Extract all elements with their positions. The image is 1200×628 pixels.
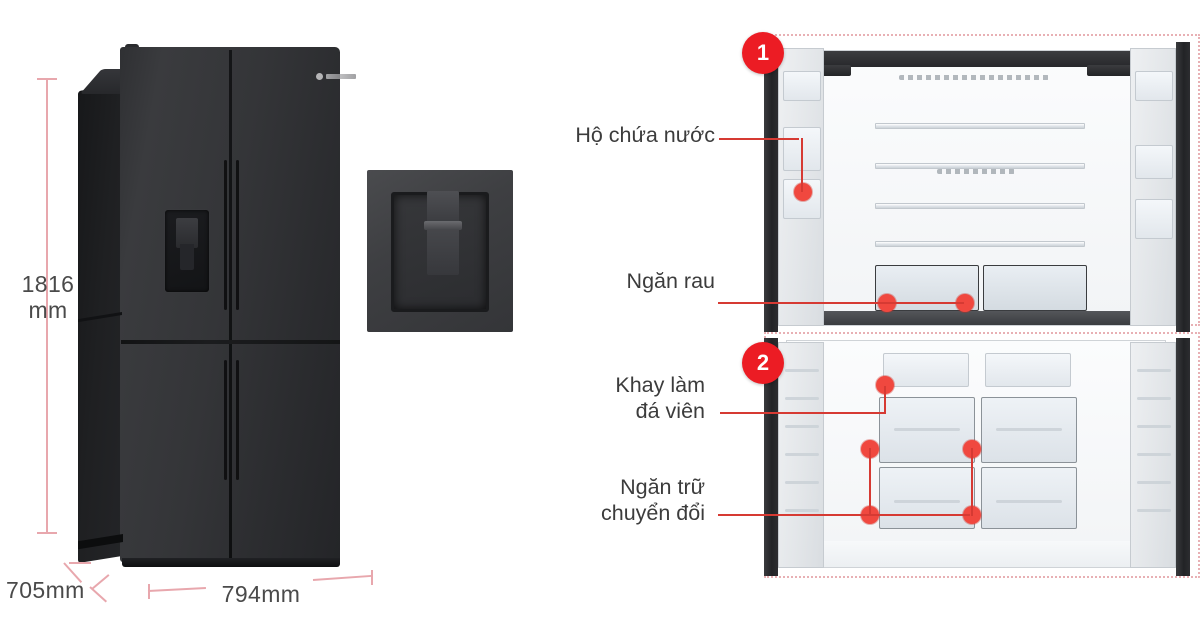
fridge-shelf-4 bbox=[875, 241, 1085, 247]
door-gap-horizontal bbox=[121, 340, 340, 344]
dispenser-cup-area bbox=[427, 229, 459, 275]
dispenser-recess bbox=[391, 191, 489, 312]
freezer-door-right-edge bbox=[1176, 338, 1190, 576]
marker-ice-tray bbox=[876, 376, 894, 394]
dispenser-spout bbox=[427, 191, 459, 225]
callout-label-vegetable-drawer: Ngăn rau bbox=[626, 269, 715, 293]
fridge-shelf-1 bbox=[875, 123, 1085, 129]
freezer-floor bbox=[787, 541, 1165, 567]
door-bin-left-1 bbox=[783, 71, 821, 101]
convertible-drawer-right bbox=[981, 467, 1077, 529]
leader-water-tank-h bbox=[719, 138, 799, 140]
leader-ice-tray-v bbox=[884, 386, 886, 414]
handle-upper-right bbox=[236, 160, 239, 310]
marker-vegetable-drawer-right bbox=[956, 294, 974, 312]
casper-logo bbox=[316, 72, 356, 81]
refrigerator-interior-diagram: 1 2 bbox=[718, 20, 1200, 600]
height-dimension-label: 1816 mm bbox=[21, 271, 75, 323]
depth-dimension-arrow bbox=[62, 556, 116, 604]
hinge-right bbox=[1087, 65, 1133, 76]
height-dimension-line bbox=[37, 78, 57, 534]
badge-2: 2 bbox=[742, 342, 784, 384]
hinge-left bbox=[805, 65, 851, 76]
handle-upper-left bbox=[224, 160, 227, 310]
freezer-drawer-upper-right bbox=[981, 397, 1077, 463]
water-dispenser-closeup-inset bbox=[367, 170, 513, 332]
door-bin-right-3 bbox=[1135, 199, 1173, 239]
freezer-door-left-panel bbox=[778, 342, 824, 568]
callout-label-convertible-zone: Ngăn trữ chuyển đổi bbox=[601, 475, 705, 526]
refrigerator-exterior-photo bbox=[78, 40, 356, 568]
convertible-drawer-left bbox=[879, 467, 975, 529]
ice-cube-tray bbox=[883, 353, 969, 387]
leader-ice-tray-h bbox=[720, 412, 886, 414]
refrigerator-cabinet bbox=[786, 50, 1166, 326]
freezer-top-bin-right bbox=[985, 353, 1071, 387]
door-gap-vertical bbox=[229, 50, 232, 558]
freezer-door-left-edge bbox=[764, 338, 778, 576]
callout-label-ice-tray: Khay làm đá viên bbox=[615, 373, 705, 424]
interior-rear-label-text bbox=[937, 169, 1015, 174]
logo-wordmark bbox=[326, 74, 356, 79]
leader-water-tank-v bbox=[801, 138, 803, 192]
door-bin-right-2 bbox=[1135, 145, 1173, 179]
depth-dimension-label: 705mm bbox=[6, 577, 85, 603]
cabinet-top-trim bbox=[787, 51, 1165, 67]
door-bin-right-1 bbox=[1135, 71, 1173, 101]
marker-water-tank bbox=[794, 183, 812, 201]
fridge-side-panel bbox=[78, 84, 122, 564]
dispenser-lever bbox=[424, 221, 462, 230]
water-dispenser-front bbox=[165, 210, 209, 292]
fridge-door-left-edge bbox=[764, 42, 778, 332]
freezer-door-right-panel bbox=[1130, 342, 1176, 568]
interior-top-label-text bbox=[899, 75, 1049, 80]
leader-convertible-v-right bbox=[971, 448, 973, 516]
badge-1: 1 bbox=[742, 32, 784, 74]
leader-vegetable-h bbox=[718, 302, 964, 304]
leader-convertible-v-left bbox=[869, 448, 871, 516]
fridge-door-right-panel bbox=[1130, 48, 1176, 326]
fridge-door-right-edge bbox=[1176, 42, 1190, 332]
handle-lower-right bbox=[236, 360, 239, 480]
fridge-base bbox=[122, 558, 340, 567]
fridge-shelf-3 bbox=[875, 203, 1085, 209]
fridge-shelf-2 bbox=[875, 163, 1085, 169]
freezer-drawer-upper-left bbox=[879, 397, 975, 463]
vegetable-drawer-right bbox=[983, 265, 1087, 311]
handle-lower-left bbox=[224, 360, 227, 480]
cabinet-bottom-trim bbox=[787, 311, 1165, 325]
leader-convertible-h bbox=[718, 514, 970, 516]
width-dimension-label: 794mm bbox=[221, 581, 301, 607]
logo-mark bbox=[316, 73, 323, 80]
callout-label-water-tank: Hộ chứa nước bbox=[575, 123, 715, 147]
